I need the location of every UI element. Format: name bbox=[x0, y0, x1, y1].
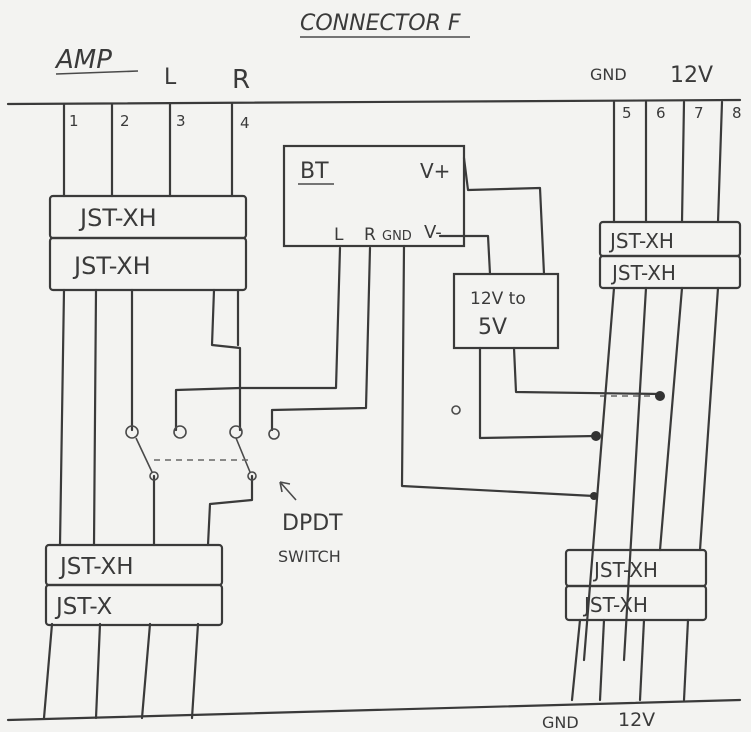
left-bottom-connector-2-label: JST-X bbox=[54, 594, 112, 620]
bt-module-name: BT bbox=[300, 159, 329, 184]
right-top-connector-1-label: JST-XH bbox=[608, 229, 674, 253]
channel-right-label: R bbox=[232, 65, 250, 95]
channel-left-label: L bbox=[164, 65, 177, 90]
bt-vminus-label: V- bbox=[424, 222, 442, 243]
bt-module bbox=[282, 144, 466, 248]
left-bottom-connector-2 bbox=[44, 583, 224, 627]
converter-line-1: 12V to bbox=[470, 289, 526, 309]
connector-f-edge bbox=[6, 98, 742, 106]
top-12v-label: 12V bbox=[670, 63, 713, 88]
right-bottom-connector-2 bbox=[564, 584, 708, 622]
left-top-connector-1-label: JST-XH bbox=[78, 204, 157, 232]
pin-1-label: 1 bbox=[69, 112, 79, 130]
right-top-connector-2-label: JST-XH bbox=[610, 261, 676, 285]
bt-gnd-label: GND bbox=[382, 229, 412, 244]
junction-dot-5v bbox=[655, 391, 665, 401]
pin-7-label: 7 bbox=[694, 104, 704, 122]
left-bottom-connector-1-label: JST-XH bbox=[58, 554, 134, 580]
stray-mark bbox=[451, 405, 461, 415]
converter-line-2: 5V bbox=[478, 315, 507, 340]
right-bottom-connector-2-label: JST-XH bbox=[582, 593, 648, 617]
right-pin-wires bbox=[570, 100, 724, 702]
diagram-title: CONNECTOR F bbox=[300, 11, 461, 36]
right-bottom-connector-1-label: JST-XH bbox=[592, 558, 658, 582]
left-top-connector-2-label: JST-XH bbox=[72, 252, 151, 280]
pin-4-label: 4 bbox=[240, 114, 250, 132]
switch-arrow-icon bbox=[279, 481, 297, 501]
dpdt-switch bbox=[125, 425, 280, 481]
bt-vplus-label: V+ bbox=[420, 159, 450, 183]
junction-dot-gnd bbox=[590, 492, 598, 500]
bottom-edge bbox=[6, 698, 742, 722]
pin-8-label: 8 bbox=[732, 104, 742, 122]
right-top-connector-2 bbox=[598, 254, 742, 290]
left-top-connector-2 bbox=[48, 236, 248, 292]
pin-5-label: 5 bbox=[622, 104, 632, 122]
pin-2-label: 2 bbox=[120, 112, 130, 130]
amp-underline bbox=[55, 70, 139, 75]
switch-label-line-1: DPDT bbox=[282, 511, 343, 536]
junction-dot-12v bbox=[591, 431, 601, 441]
pin-3-label: 3 bbox=[176, 112, 186, 130]
dc-dc-converter bbox=[452, 272, 560, 350]
left-pin-wires bbox=[42, 102, 372, 720]
switch-label-line-2: SWITCH bbox=[278, 547, 341, 566]
bt-r-label: R bbox=[364, 225, 376, 245]
pin-6-label: 6 bbox=[656, 104, 666, 122]
bt-l-label: L bbox=[334, 225, 344, 245]
bottom-gnd-label: GND bbox=[542, 713, 579, 732]
top-gnd-label: GND bbox=[590, 65, 627, 84]
bottom-12v-label: 12V bbox=[618, 709, 655, 731]
bt-power-wires bbox=[400, 156, 662, 498]
amp-label: AMP bbox=[54, 45, 112, 75]
